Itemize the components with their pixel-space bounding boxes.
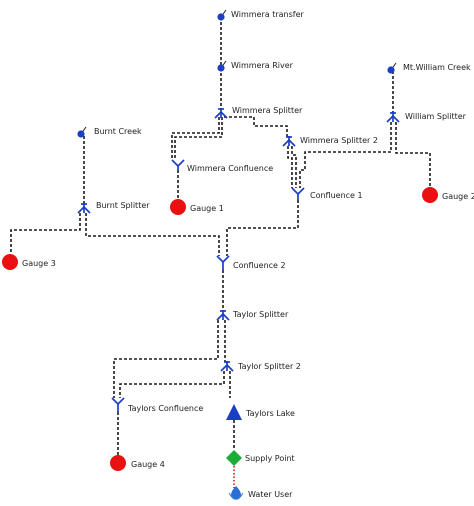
splitter-icon xyxy=(77,203,91,214)
node-label: Burnt Splitter xyxy=(96,201,150,210)
node-supply-point[interactable]: Supply Point xyxy=(226,450,295,466)
confluence-icon xyxy=(111,397,125,412)
confluence-icon xyxy=(216,255,230,270)
node-label: Wimmera Splitter 2 xyxy=(300,136,378,145)
node-wimmera-splitter[interactable]: Wimmera Splitter xyxy=(214,106,303,119)
node-label: Confluence 1 xyxy=(310,191,363,200)
node-label: Gauge 3 xyxy=(22,259,56,268)
link-wimmera-splitter-2-to-confluence-1[interactable] xyxy=(287,146,293,188)
links xyxy=(10,17,431,455)
supply-point-icon xyxy=(226,450,242,466)
inflow-node-icon xyxy=(77,126,87,138)
node-gauge-1[interactable]: Gauge 1 xyxy=(170,199,224,215)
link-william-splitter-to-confluence-1[interactable] xyxy=(299,122,392,188)
node-label: Taylors Lake xyxy=(245,409,295,418)
node-label: Wimmera transfer xyxy=(231,10,305,19)
link-wimmera-splitter-to-splitter-2[interactable] xyxy=(224,116,288,138)
node-william-splitter[interactable]: William Splitter xyxy=(386,112,467,123)
inflow-node-icon xyxy=(387,62,397,74)
node-label: Gauge 2 xyxy=(442,192,474,201)
node-gauge-3[interactable]: Gauge 3 xyxy=(2,254,56,270)
node-label: Mt.William Creek xyxy=(403,63,471,72)
link-william-splitter-to-gauge-2[interactable] xyxy=(395,122,431,187)
node-taylor-splitter[interactable]: Taylor Splitter xyxy=(216,310,289,321)
node-label: Water User xyxy=(248,490,293,499)
node-wimmera-confluence[interactable]: Wimmera Confluence xyxy=(171,159,273,173)
node-label: Wimmera River xyxy=(231,61,294,70)
link-taylor-splitter-to-taylors-confluence[interactable] xyxy=(113,320,219,398)
splitter-icon xyxy=(386,112,400,123)
node-label: Wimmera Splitter xyxy=(232,106,303,115)
storage-icon xyxy=(226,404,242,420)
water-user-icon xyxy=(228,486,244,501)
node-label: Taylors Confluence xyxy=(127,404,203,413)
node-label: Taylor Splitter 2 xyxy=(237,362,301,371)
node-label: Taylor Splitter xyxy=(232,310,289,319)
node-label: Wimmera Confluence xyxy=(187,164,273,173)
node-mt-william-creek[interactable]: Mt.William Creek xyxy=(387,62,471,74)
splitter-icon xyxy=(214,108,228,119)
splitter-icon xyxy=(220,361,234,372)
gauge-icon xyxy=(110,455,126,471)
node-gauge-2[interactable]: Gauge 2 xyxy=(422,187,474,203)
node-burnt-creek[interactable]: Burnt Creek xyxy=(77,126,142,138)
node-confluence-2[interactable]: Confluence 2 xyxy=(216,255,286,270)
link-confluence-1-to-confluence-2[interactable] xyxy=(226,200,299,256)
inflow-node-icon xyxy=(217,60,227,72)
node-label: Supply Point xyxy=(245,454,295,463)
node-label: William Splitter xyxy=(405,112,467,121)
splitter-icon xyxy=(216,310,230,321)
link-taylor-splitter-2-to-taylors-confluence[interactable] xyxy=(119,371,225,398)
splitter-icon xyxy=(282,136,296,147)
node-confluence-1[interactable]: Confluence 1 xyxy=(291,187,363,200)
inflow-node-icon xyxy=(217,9,227,21)
link-wimmera-splitter-2-to-confluence-1-b[interactable] xyxy=(291,146,297,188)
link-burnt-splitter-to-confluence-2[interactable] xyxy=(85,213,220,256)
confluence-icon xyxy=(291,187,305,200)
node-taylors-lake[interactable]: Taylors Lake xyxy=(226,404,295,420)
node-wimmera-river[interactable]: Wimmera River xyxy=(217,60,294,72)
confluence-icon xyxy=(171,159,185,171)
node-burnt-splitter[interactable]: Burnt Splitter xyxy=(77,201,150,214)
node-gauge-4[interactable]: Gauge 4 xyxy=(110,455,165,471)
node-taylor-splitter-2[interactable]: Taylor Splitter 2 xyxy=(220,361,301,372)
node-wimmera-transfer[interactable]: Wimmera transfer xyxy=(217,9,305,21)
node-wimmera-splitter-2[interactable]: Wimmera Splitter 2 xyxy=(282,136,378,147)
link-wimmera-splitter-to-confluence[interactable] xyxy=(171,117,220,160)
link-burnt-splitter-to-gauge-3[interactable] xyxy=(10,213,81,254)
node-taylors-confluence[interactable]: Taylors Confluence xyxy=(111,397,203,413)
gauge-icon xyxy=(170,199,186,215)
gauge-icon xyxy=(2,254,18,270)
link-wimmera-splitter-to-confluence-b[interactable] xyxy=(174,117,223,160)
node-label: Confluence 2 xyxy=(233,261,286,270)
node-label: Gauge 4 xyxy=(131,460,165,469)
node-label: Burnt Creek xyxy=(94,127,142,136)
node-water-user[interactable]: Water User xyxy=(228,486,293,501)
gauge-icon xyxy=(422,187,438,203)
node-label: Gauge 1 xyxy=(190,204,224,213)
